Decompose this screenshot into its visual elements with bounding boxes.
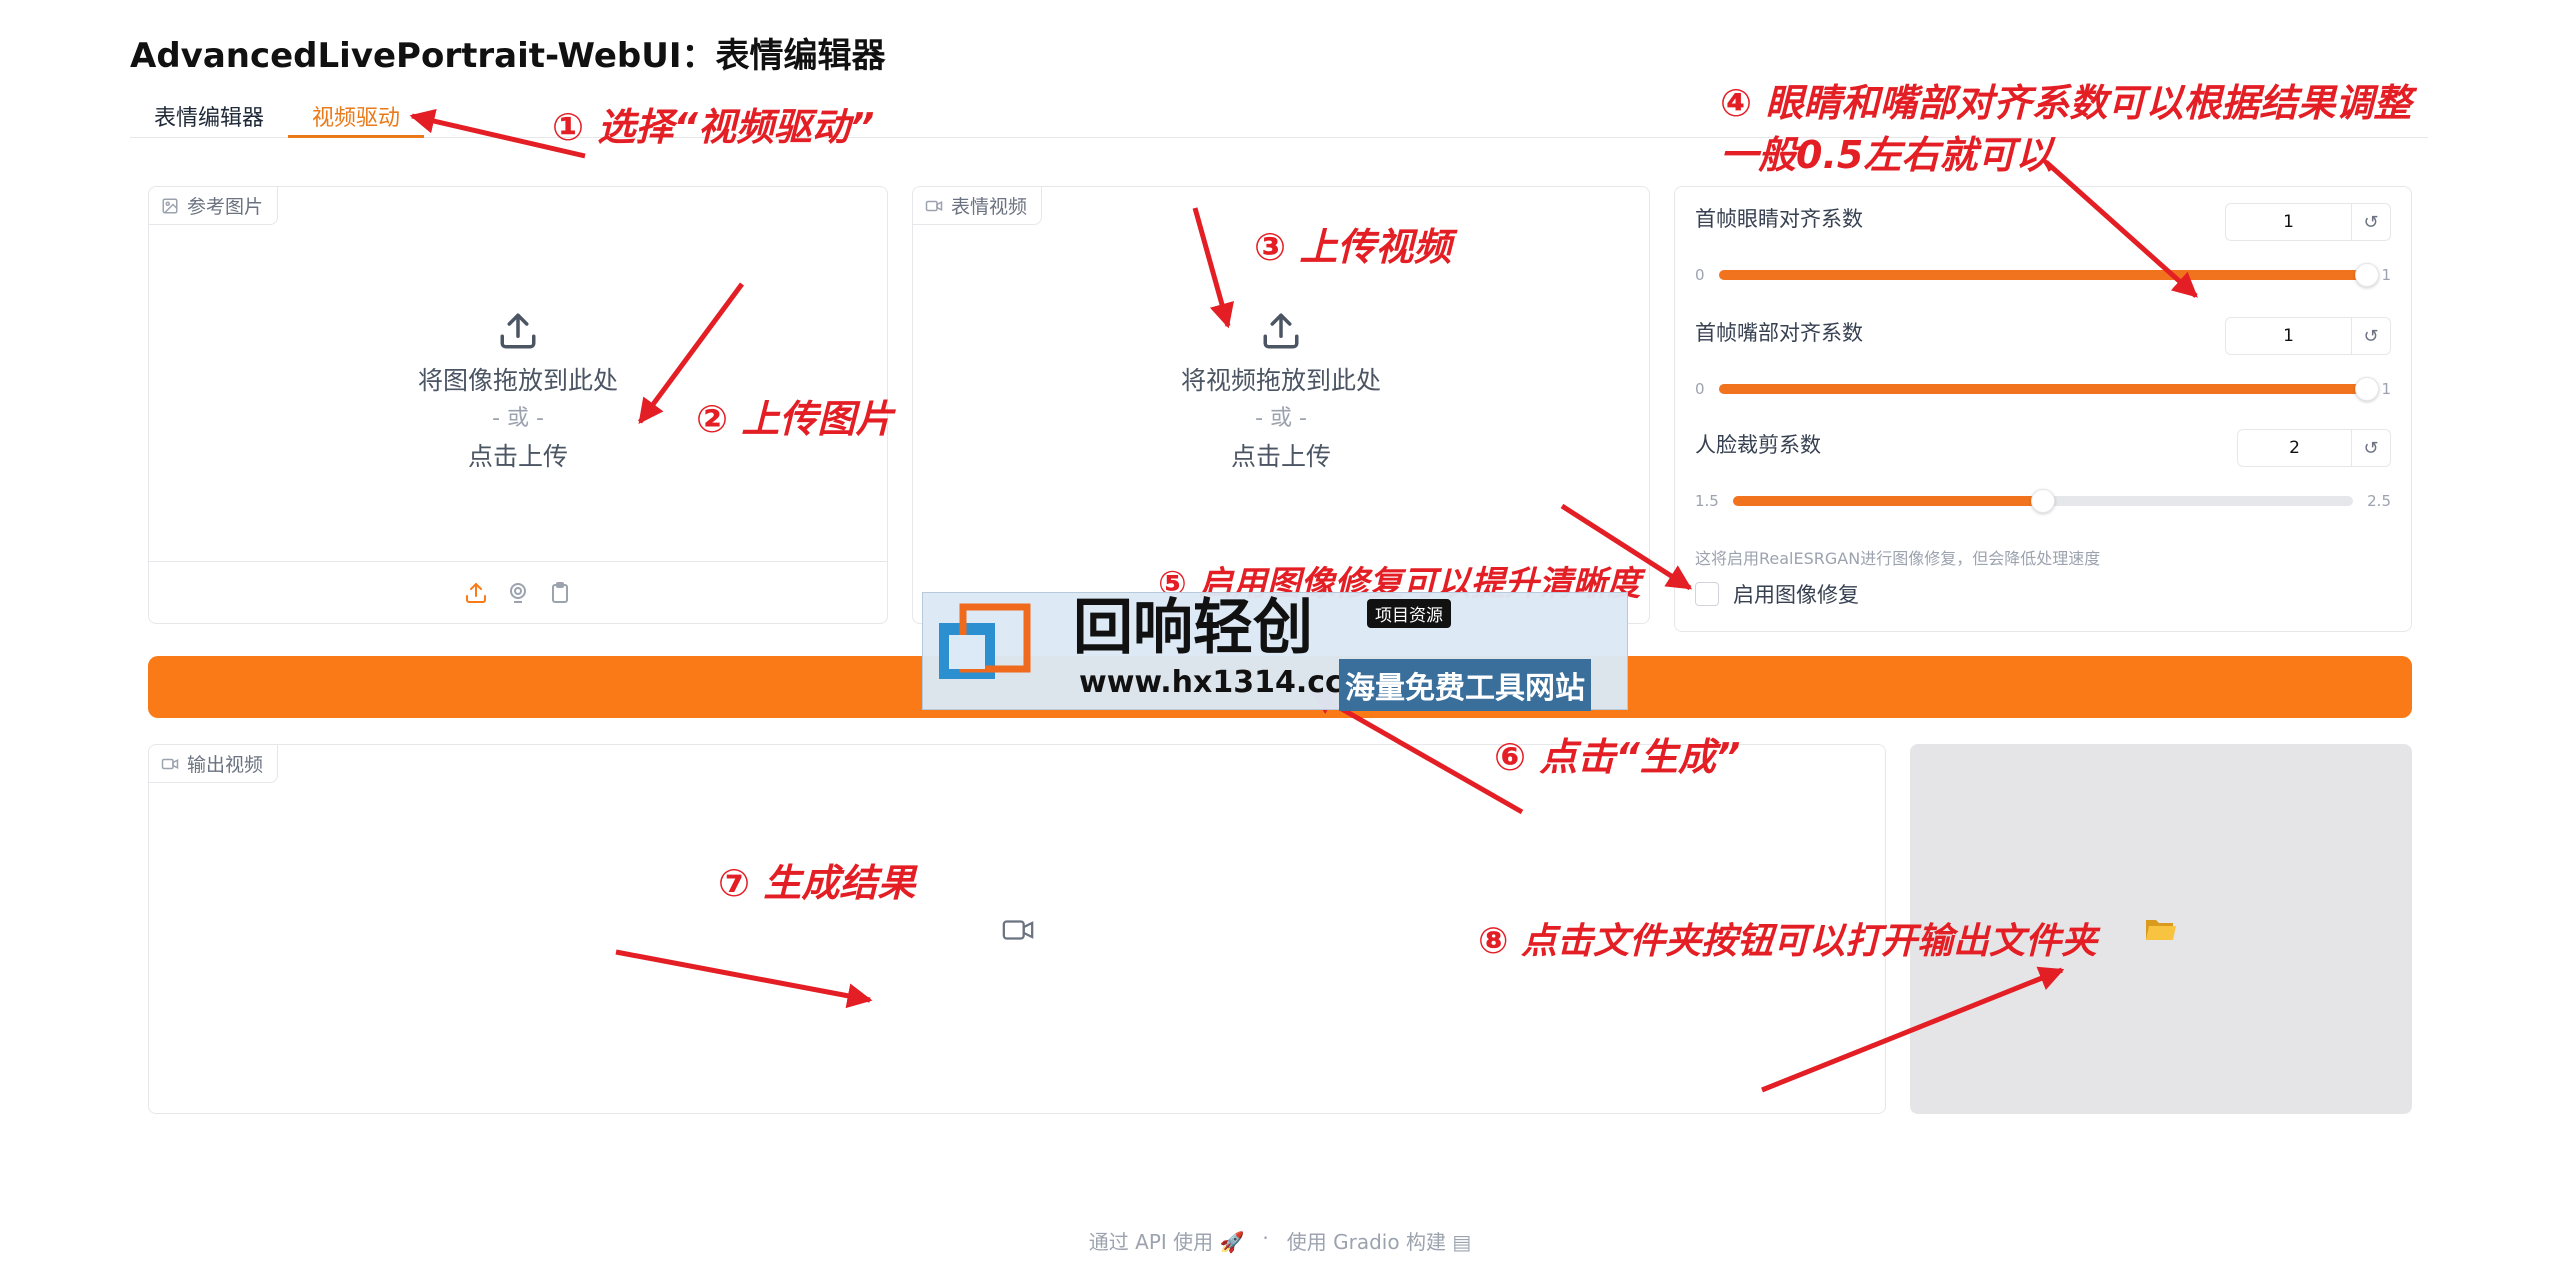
restore-label: 启用图像修复 xyxy=(1733,583,1859,607)
watermark-logo-icon xyxy=(939,603,1031,679)
reference-image-panel[interactable]: 参考图片 将图像拖放到此处 - 或 - 点击上传 xyxy=(148,186,888,624)
video-icon xyxy=(925,200,943,211)
mouth-align-number[interactable]: 1 ↺ xyxy=(2225,317,2391,355)
annotation-6: ⑥ 点击“生成” xyxy=(1494,735,1741,779)
output-video-label: 输出视频 xyxy=(149,745,279,783)
video-placeholder-icon xyxy=(1002,920,1034,940)
tab-bar: 表情编辑器 视频驱动 xyxy=(130,96,2428,138)
image-drop-zone[interactable]: 将图像拖放到此处 - 或 - 点击上传 xyxy=(149,225,887,561)
drop-text: 将视频拖放到此处 xyxy=(1180,366,1381,395)
footer-separator: · xyxy=(1262,1226,1269,1250)
rocket-icon: 🚀 xyxy=(1219,1230,1245,1254)
slider-thumb[interactable] xyxy=(2355,263,2379,287)
output-video-panel: 输出视频 xyxy=(148,744,1886,1114)
eye-align-slider: 首帧眼睛对齐系数 1 ↺ 0 1 xyxy=(1695,203,2391,303)
gradio-link[interactable]: 使用 Gradio 构建 ▤ xyxy=(1286,1230,1472,1254)
image-icon xyxy=(162,198,178,213)
annotation-4-line1: ④ 眼睛和嘴部对齐系数可以根据结果调整 xyxy=(1720,81,2412,125)
watermark-slogan: 海量免费工具网站 xyxy=(1339,659,1591,711)
annotation-2: ② 上传图片 xyxy=(696,397,894,441)
upload-icon xyxy=(1263,313,1299,349)
reset-icon[interactable]: ↺ xyxy=(2363,211,2379,233)
image-source-bar xyxy=(149,561,887,623)
api-link[interactable]: 通过 API 使用 🚀 xyxy=(1088,1230,1245,1254)
video-icon xyxy=(161,758,179,769)
upload-source-icon[interactable] xyxy=(464,581,488,605)
driving-video-label: 表情视频 xyxy=(913,187,1043,225)
click-upload-text: 点击上传 xyxy=(1230,442,1331,471)
eye-align-number[interactable]: 1 ↺ xyxy=(2225,203,2391,241)
slider-fill xyxy=(1719,270,2367,280)
gradio-logo-icon: ▤ xyxy=(1452,1230,1472,1254)
app-title: AdvancedLivePortrait-WebUI：表情编辑器 xyxy=(130,36,886,76)
watermark-brand: 回响轻创 xyxy=(1073,593,1313,663)
slider-track[interactable] xyxy=(1719,377,2379,401)
folder-icon xyxy=(2146,920,2176,940)
slider-thumb[interactable] xyxy=(2355,377,2379,401)
or-text: - 或 - xyxy=(1255,406,1307,431)
reset-icon[interactable]: ↺ xyxy=(2363,325,2379,347)
annotation-1: ① 选择“视频驱动” xyxy=(552,105,875,149)
annotation-7: ⑦ 生成结果 xyxy=(718,861,916,905)
clipboard-icon[interactable] xyxy=(548,581,572,605)
tab-video-driving[interactable]: 视频驱动 xyxy=(288,96,425,138)
annotation-4-line2: 一般0.5左右就可以 xyxy=(1720,133,2054,177)
mouth-align-slider: 首帧嘴部对齐系数 1 ↺ 0 1 xyxy=(1695,317,2391,417)
upload-icon xyxy=(500,313,536,349)
restore-checkbox-row[interactable]: 启用图像修复 xyxy=(1695,579,1859,609)
slider-fill xyxy=(1733,496,2043,506)
or-text: - 或 - xyxy=(492,406,544,431)
restore-checkbox[interactable] xyxy=(1695,582,1719,606)
footer: 通过 API 使用 🚀 · 使用 Gradio 构建 ▤ xyxy=(0,1226,2560,1255)
watermark-badge: 项目资源 xyxy=(1367,599,1451,628)
drop-text: 将图像拖放到此处 xyxy=(417,366,618,395)
restore-info: 这将启用RealESRGAN进行图像修复，但会降低处理速度 xyxy=(1695,549,2101,568)
click-upload-text: 点击上传 xyxy=(467,442,568,471)
watermark: 回响轻创 项目资源 www.hx1314.cc 海量免费工具网站 xyxy=(922,592,1628,711)
settings-panel: 首帧眼睛对齐系数 1 ↺ 0 1 首帧嘴部对齐系数 1 ↺ 0 1 xyxy=(1674,186,2412,632)
driving-video-panel[interactable]: 表情视频 将视频拖放到此处 - 或 - 点击上传 xyxy=(912,186,1650,624)
reset-icon[interactable]: ↺ xyxy=(2363,437,2379,459)
reference-image-label: 参考图片 xyxy=(149,187,279,225)
slider-thumb[interactable] xyxy=(2031,489,2055,513)
crop-factor-number[interactable]: 2 ↺ xyxy=(2237,429,2391,467)
annotation-8: ⑧ 点击文件夹按钮可以打开输出文件夹 xyxy=(1478,921,2098,962)
slider-fill xyxy=(1719,384,2367,394)
slider-track[interactable] xyxy=(1733,489,2353,513)
tab-expression-editor[interactable]: 表情编辑器 xyxy=(154,106,265,131)
watermark-url: www.hx1314.cc xyxy=(1079,665,1343,700)
webcam-icon[interactable] xyxy=(506,581,530,605)
annotation-3: ③ 上传视频 xyxy=(1254,225,1452,269)
video-drop-zone[interactable]: 将视频拖放到此处 - 或 - 点击上传 xyxy=(913,225,1649,561)
slider-track[interactable] xyxy=(1719,263,2379,287)
crop-factor-slider: 人脸裁剪系数 2 ↺ 1.5 2.5 xyxy=(1695,429,2391,529)
